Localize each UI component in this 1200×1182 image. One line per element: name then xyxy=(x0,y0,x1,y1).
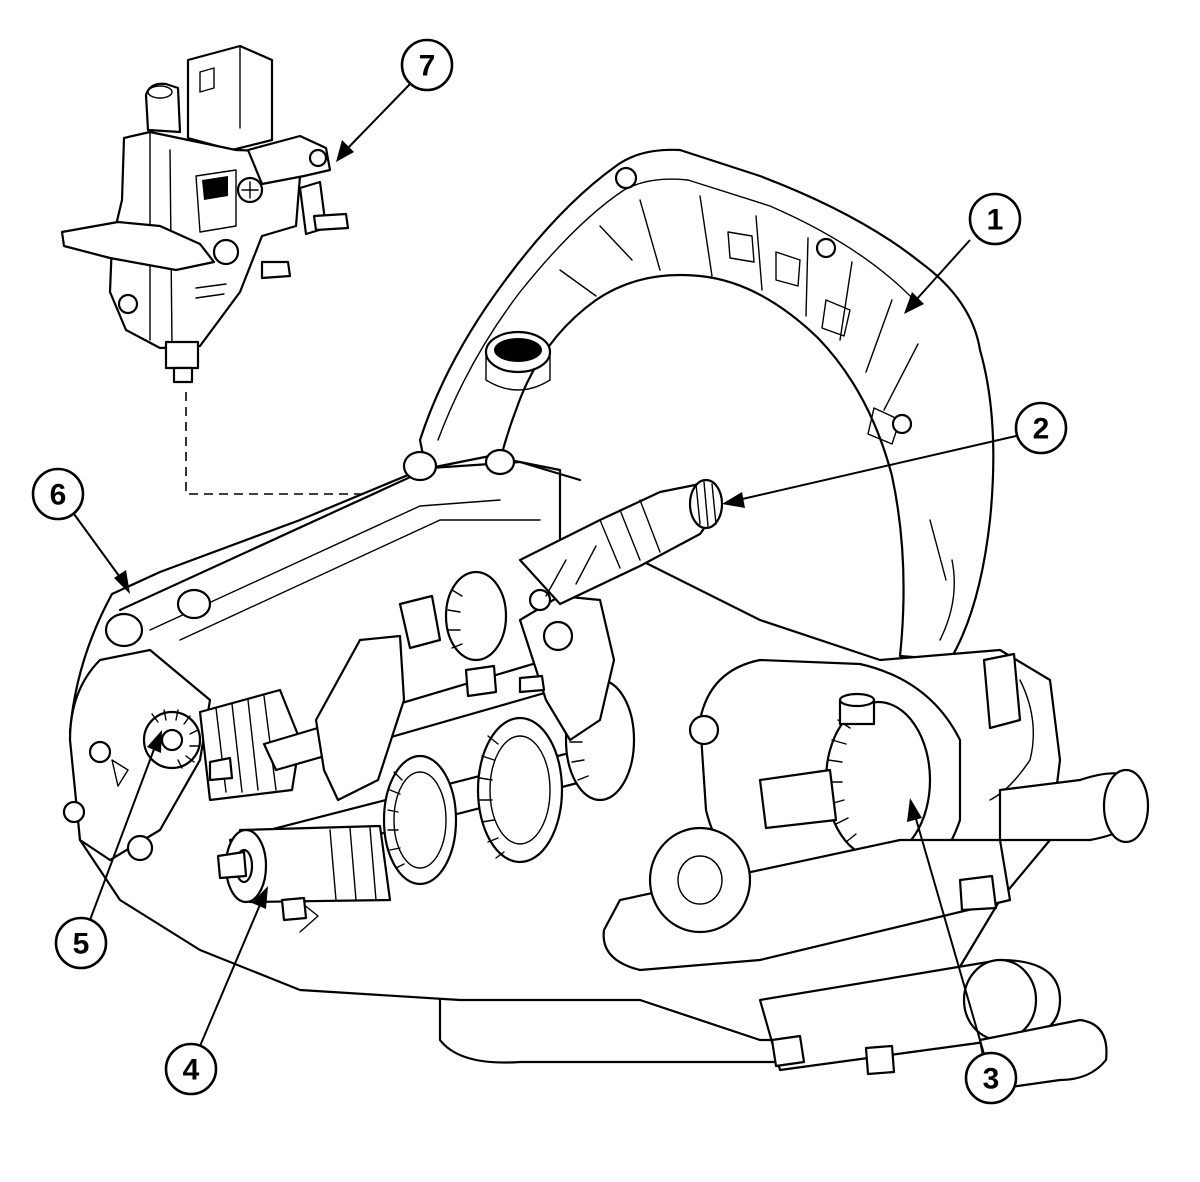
callout-2-label: 2 xyxy=(1033,413,1050,446)
gear-train xyxy=(142,570,636,933)
callout-4: 4 xyxy=(164,886,268,1096)
callout-3-label: 3 xyxy=(983,1063,1000,1096)
callout-4-label: 4 xyxy=(183,1054,200,1087)
callout-5-label: 5 xyxy=(73,928,90,961)
callout-2: 2 xyxy=(722,401,1068,508)
callout-6-label: 6 xyxy=(50,479,67,512)
callout-7: 7 xyxy=(336,38,454,162)
callout-7-label: 7 xyxy=(419,50,436,83)
callout-1-label: 1 xyxy=(987,204,1004,237)
shift-mechanism-assembly xyxy=(60,44,350,384)
bell-housing xyxy=(418,148,995,662)
callouts: 1 2 3 4 5 xyxy=(31,38,1068,1105)
mechanism-connection-line xyxy=(185,392,485,556)
callout-5: 5 xyxy=(54,730,162,970)
callout-6: 6 xyxy=(31,467,130,594)
input-pinion-gear xyxy=(142,709,202,770)
callout-1: 1 xyxy=(904,192,1022,314)
shift-forks xyxy=(314,594,616,802)
input-shaft xyxy=(518,478,724,606)
callout-3: 3 xyxy=(907,798,1018,1105)
lower-axle-tubes xyxy=(602,768,1150,1092)
